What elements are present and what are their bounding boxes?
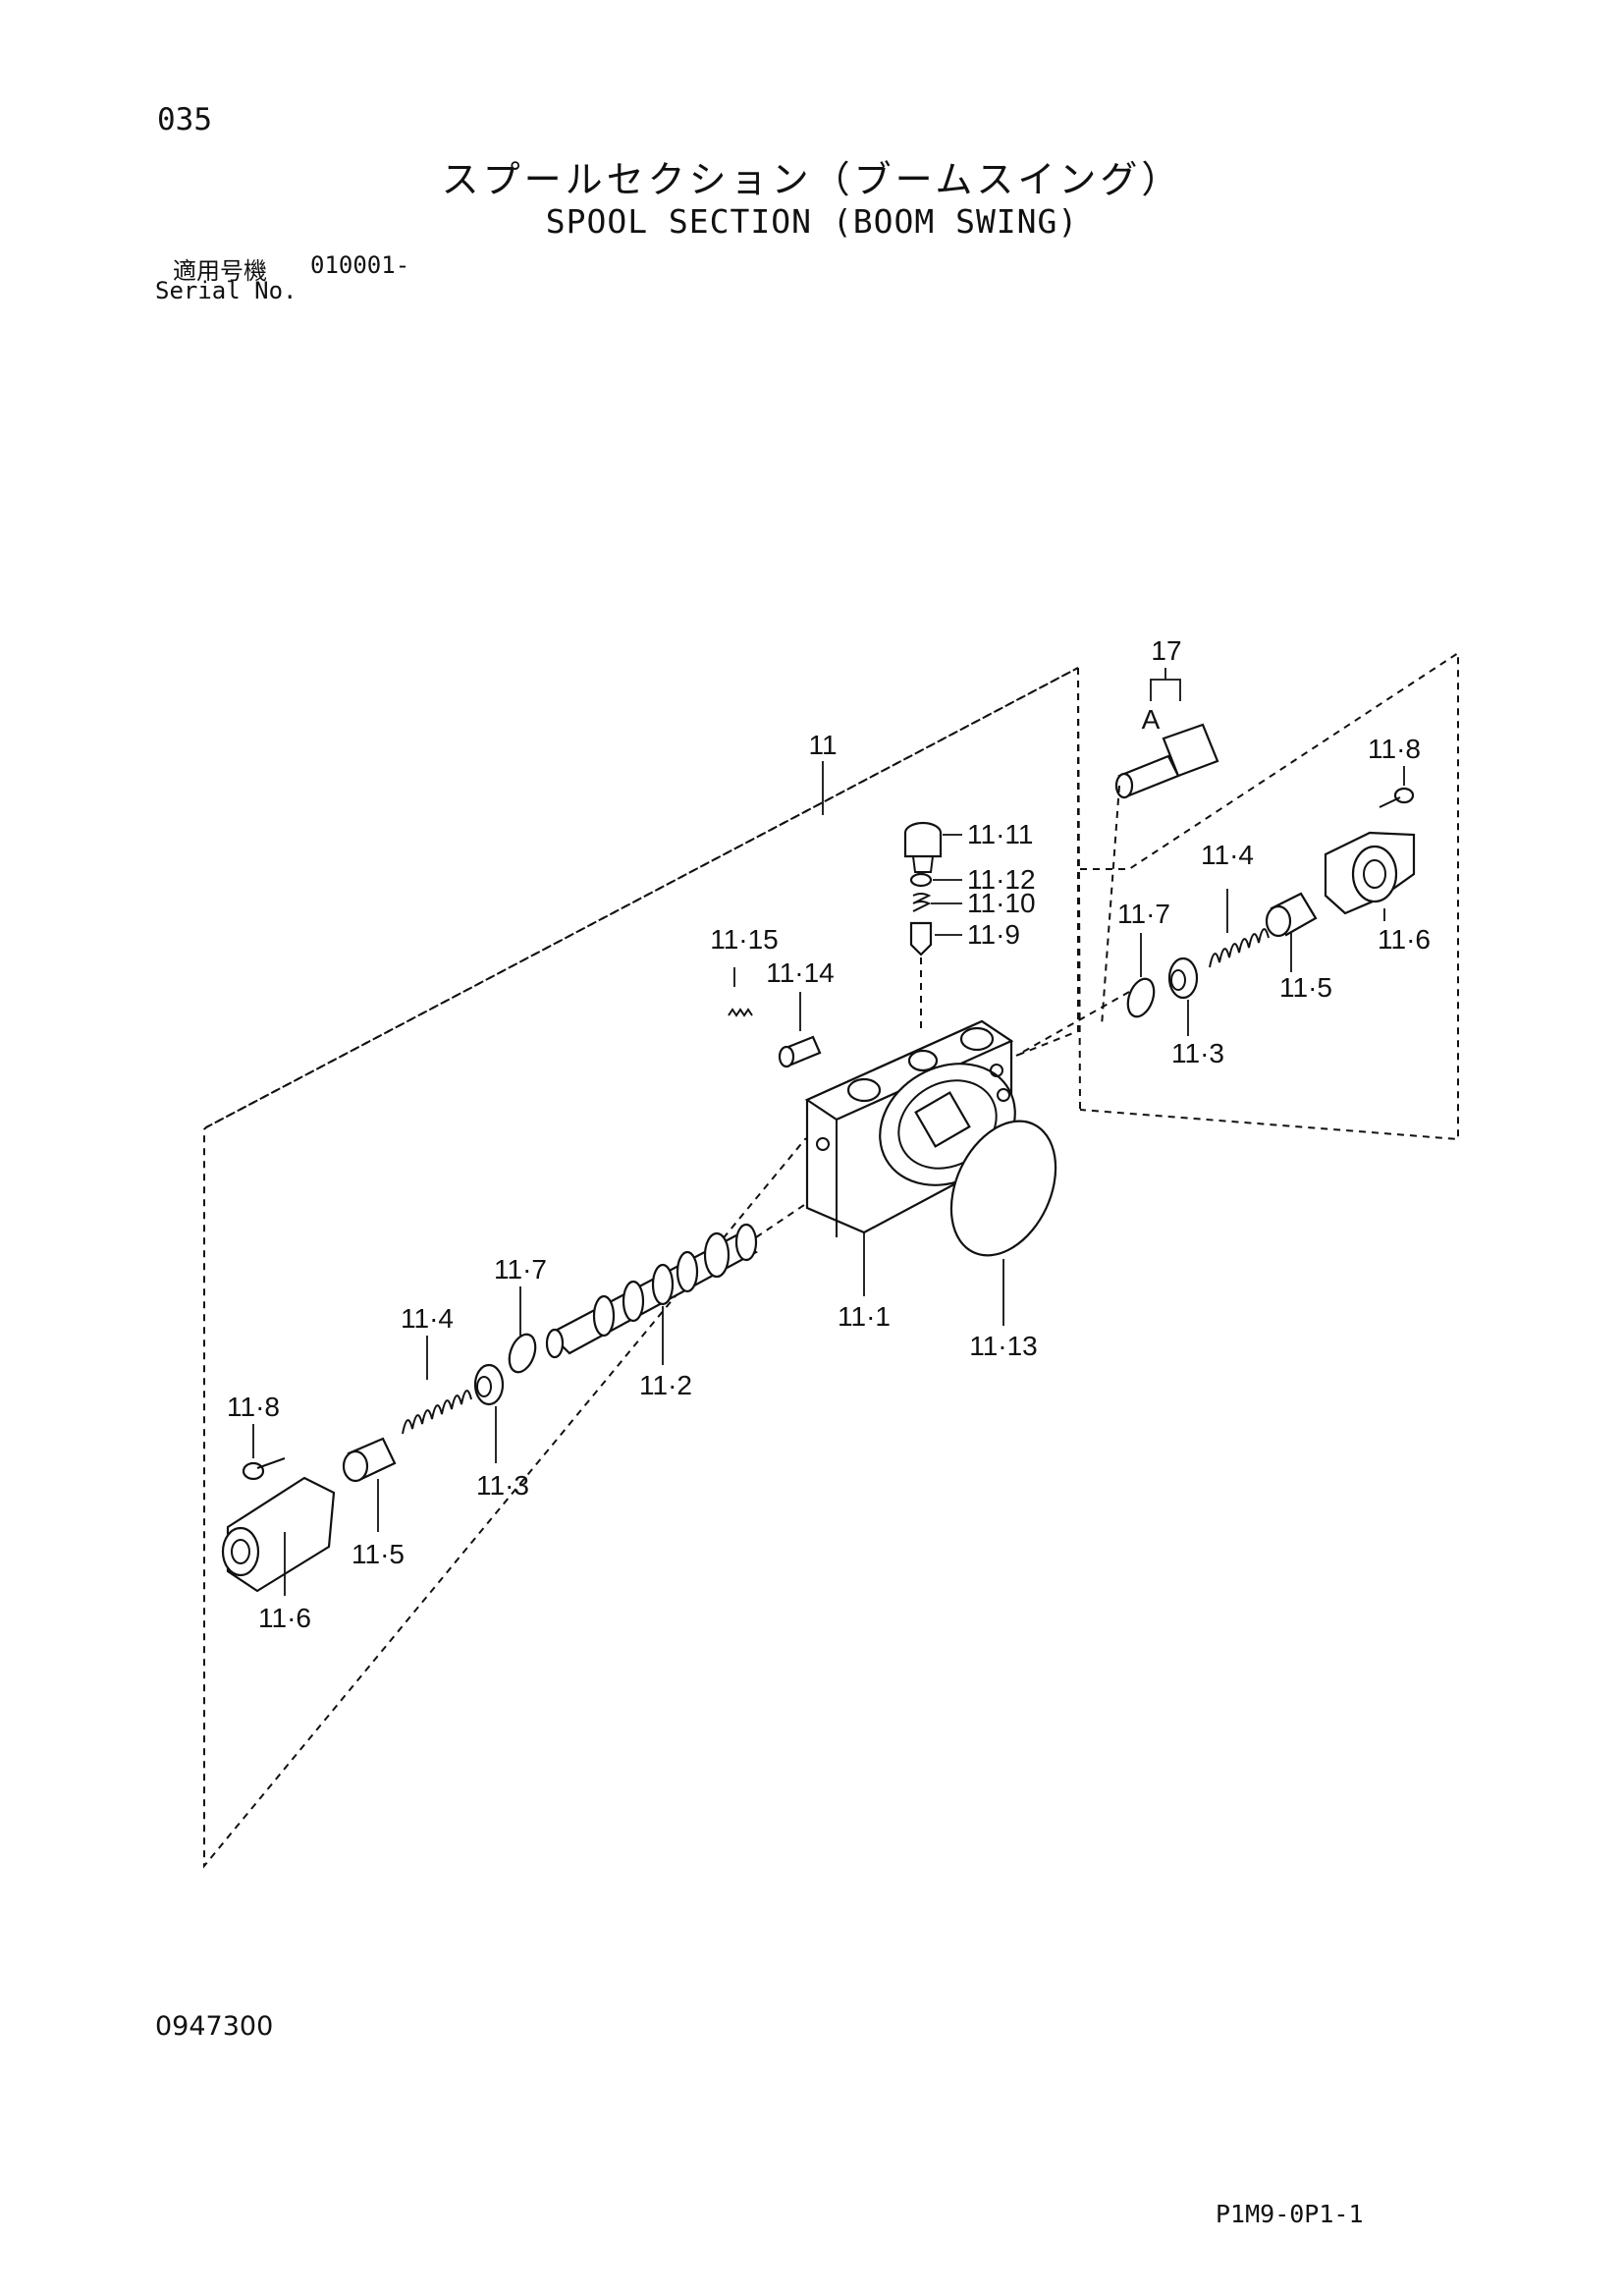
o-ring-small-part [909, 872, 933, 888]
callout-11-7-right: 11·7 [1117, 899, 1170, 929]
document-code: 0947300 [155, 2011, 274, 2042]
bolt-left-part [242, 1457, 286, 1481]
assembly-11-boundary [203, 667, 1079, 1869]
assembly-11-boundary-upper [205, 667, 1079, 1128]
callout-11-15: 11·15 [710, 924, 779, 955]
callout-11-5-left: 11·5 [352, 1539, 405, 1569]
callout-11-13: 11·13 [969, 1331, 1038, 1361]
callout-11-1: 11·1 [838, 1301, 891, 1332]
part-17-fitting [1114, 723, 1219, 799]
page-number: 035 [157, 102, 212, 137]
callout-11-4-right: 11·4 [1201, 840, 1254, 870]
o-ring-left-part [508, 1333, 537, 1374]
sleeve-left-part [342, 1437, 397, 1483]
serial-label-japanese: 適用号機 [173, 257, 267, 285]
check-valve-part [778, 1035, 822, 1068]
spool-part [545, 1223, 758, 1359]
o-ring-right-part [1126, 977, 1156, 1018]
callout-11-10: 11·10 [967, 888, 1036, 918]
callout-11-11: 11·11 [967, 819, 1033, 849]
callout-11-7-left: 11·7 [494, 1254, 547, 1285]
cap-right-part [1324, 831, 1416, 915]
title-english: SPOOL SECTION (BOOM SWING) [545, 202, 1079, 241]
callout-17: 17 [1151, 635, 1181, 666]
spring-small-part [912, 893, 932, 912]
o-ring-large-part [949, 1120, 1057, 1257]
callout-11-4-left: 11·4 [401, 1303, 454, 1334]
leader-lines [252, 668, 1405, 1596]
connection-dash-lines [755, 785, 1130, 1238]
serial-value: 010001- [310, 251, 410, 279]
set-screw-part [728, 1008, 753, 1017]
plug-part [903, 821, 943, 873]
spring-seat-left-part [473, 1363, 505, 1406]
sleeve-right-part [1265, 892, 1318, 938]
spring-seat-right-part [1167, 957, 1199, 1000]
callout-11-9: 11·9 [967, 919, 1020, 950]
callout-11-12: 11·12 [967, 864, 1036, 895]
callout-11-6-right: 11·6 [1378, 924, 1431, 955]
callout-11-8-left: 11·8 [227, 1392, 280, 1422]
assembly-17-boundary [1077, 667, 1081, 1111]
callout-11-14: 11·14 [766, 957, 835, 988]
poppet-part [909, 921, 933, 957]
bolt-right-part [1379, 787, 1415, 808]
callout-11-2: 11·2 [639, 1370, 692, 1400]
assembly-17-notch [1079, 651, 1459, 1141]
title-japanese: スプールセクション（ブームスイング） [441, 158, 1183, 201]
callout-11-8-right: 11·8 [1368, 734, 1421, 764]
page-code: P1M9-0P1-1 [1216, 2200, 1364, 2228]
callout-a: A [1142, 704, 1161, 735]
spring-right-part [1209, 928, 1270, 968]
callout-11-6-left: 11·6 [258, 1603, 311, 1633]
spring-left-part [402, 1390, 472, 1435]
cap-left-part [221, 1476, 336, 1593]
callout-11-5-right: 11·5 [1279, 972, 1332, 1003]
callout-11-3-left: 11·3 [476, 1470, 529, 1501]
callout-11: 11 [808, 730, 837, 760]
callout-11-3-right: 11·3 [1171, 1038, 1224, 1068]
serial-label-english: Serial No. [155, 277, 298, 304]
